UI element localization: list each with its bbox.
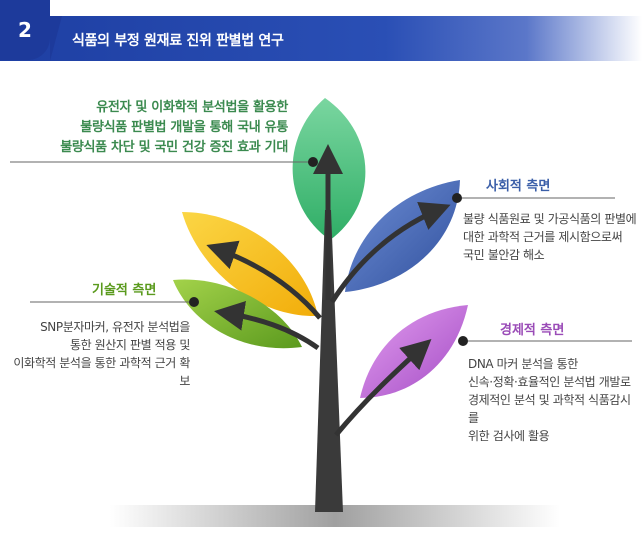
economic-line: 신속·정확·효율적인 분석법 개발로	[468, 375, 631, 389]
economic-line: DNA 마커 분석을 통한	[468, 357, 578, 371]
economic-description: DNA 마커 분석을 통한 신속·정확·효율적인 분석법 개발로 경제적인 분석…	[468, 355, 640, 445]
technical-description: SNP분자마커, 유전자 분석법을 통한 원산지 판별 적용 및 이화학적 분석…	[10, 318, 190, 390]
top-leaf-line: 유전자 및 이화학적 분석법을 활용한	[96, 100, 288, 115]
technical-line: 통한 원산지 판별 적용 및	[69, 338, 190, 352]
top-leaf-description: 유전자 및 이화학적 분석법을 활용한 불량식품 판별법 개발을 통해 국내 유…	[20, 98, 288, 158]
technical-heading: 기술적 측면	[92, 283, 157, 298]
callout-dot-technical	[189, 297, 199, 307]
top-leaf-line: 불량식품 판별법 개발을 통해 국내 유통	[80, 120, 288, 135]
technical-line: 이화학적 분석을 통한 과학적 근거 확보	[13, 356, 190, 388]
social-line: 국민 불안감 해소	[463, 248, 545, 262]
economic-line: 위한 검사에 활용	[468, 429, 550, 443]
top-leaf-line: 불량식품 차단 및 국민 건강 증진 효과 기대	[60, 140, 288, 155]
social-description: 불량 식품원료 및 가공식품의 판별에 대한 과학적 근거를 제시함으로써 국민…	[463, 210, 638, 264]
arrow-icon	[329, 201, 451, 304]
tree-trunk	[315, 210, 343, 512]
technical-line: SNP분자마커, 유전자 분석법을	[40, 320, 190, 334]
social-line: 대한 과학적 근거를 제시함으로써	[463, 230, 623, 244]
leaf-blue	[345, 180, 460, 292]
callout-dot-social	[452, 193, 462, 203]
social-line: 불량 식품원료 및 가공식품의 판별에	[463, 212, 637, 226]
social-heading: 사회적 측면	[486, 179, 551, 194]
callout-dot-economic	[458, 336, 468, 346]
arrow-icon	[206, 240, 322, 320]
badge-notch	[50, 16, 62, 61]
section-number-badge: 2	[0, 0, 50, 60]
arrow-icon	[214, 300, 320, 351]
header-bar	[0, 16, 642, 61]
economic-line: 경제적인 분석 및 과학적 식품감시를	[468, 393, 631, 425]
ground-shadow	[110, 505, 560, 527]
arrow-icon	[334, 338, 432, 437]
economic-heading: 경제적 측면	[500, 323, 565, 338]
callout-dot-top	[308, 157, 318, 167]
header-title: 식품의 부정 원재료 진위 판별법 연구	[72, 33, 284, 49]
